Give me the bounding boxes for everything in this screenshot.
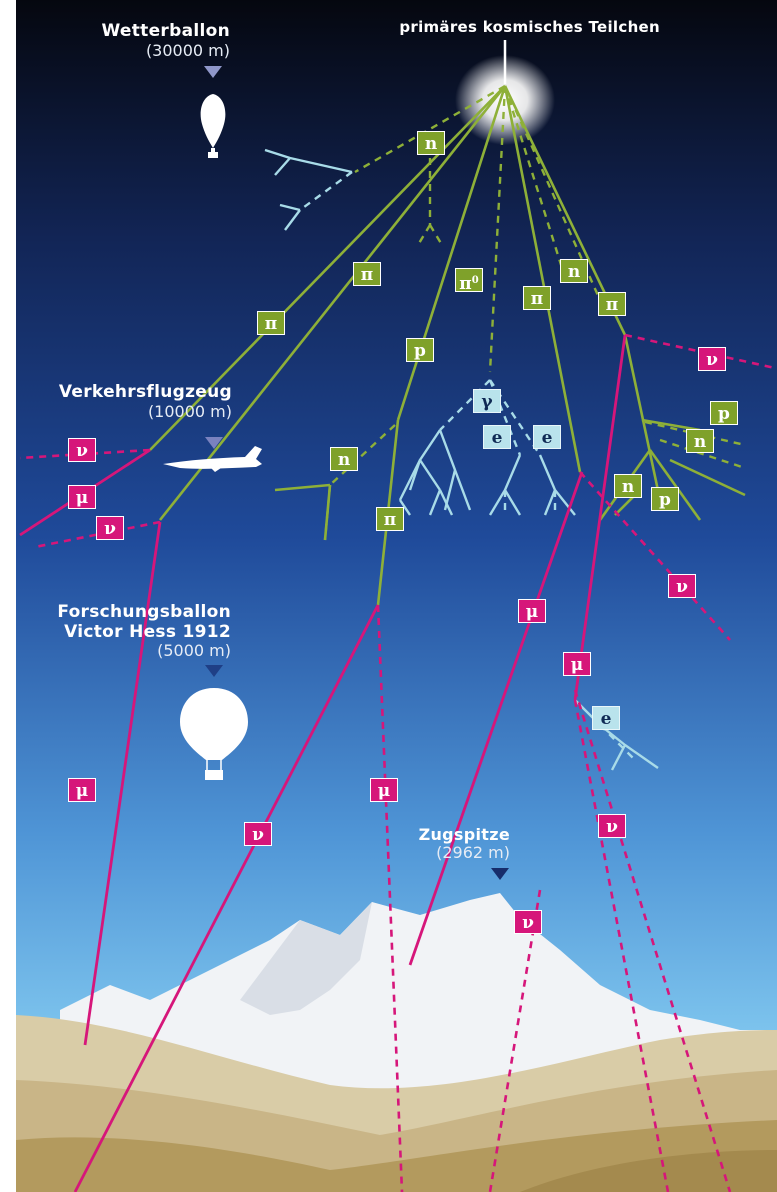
particle-badge-hadron: π: [376, 507, 404, 531]
zugspitze-label: Zugspitze (2962 m): [418, 825, 510, 863]
triangle-marker-icon: [205, 437, 223, 449]
particle-badge-hadron: π: [353, 262, 381, 286]
particle-badge-lepton: μ: [68, 778, 96, 802]
particle-badge-em: e: [533, 425, 561, 449]
particle-badge-hadron: π0: [455, 268, 483, 294]
particle-badge-hadron: n: [417, 131, 445, 155]
zugspitze-triangle-marker-icon: [491, 868, 509, 880]
particle-badge-lepton: μ: [518, 599, 546, 623]
particle-badge-hadron: n: [686, 429, 714, 453]
particle-badge-em: e: [483, 425, 511, 449]
airliner-label: Verkehrsflugzeug (10000 m): [58, 382, 232, 421]
particle-badge-lepton: ν: [244, 822, 272, 846]
particle-badge-hadron: π: [257, 311, 285, 335]
particle-badge-hadron: π: [598, 292, 626, 316]
triangle-marker-icon: [204, 66, 222, 78]
particle-badge-lepton: ν: [68, 438, 96, 462]
particle-badge-lepton: μ: [563, 652, 591, 676]
particle-badge-hadron: n: [330, 447, 358, 471]
weather-balloon-icon: [200, 66, 226, 158]
mountain-shadow: [240, 902, 372, 1015]
airplane-icon: [163, 437, 262, 472]
hot-air-balloon-icon: [180, 665, 248, 780]
hadron-dashed-tracks: [323, 84, 746, 541]
particle-badge-hadron: n: [560, 259, 588, 283]
particle-badge-lepton: μ: [68, 485, 96, 509]
particle-badge-em: γ: [473, 389, 501, 413]
triangle-marker-icon: [205, 665, 223, 677]
particle-badge-hadron: n: [614, 474, 642, 498]
primary-particle-label: primäres kosmisches Teilchen: [399, 18, 660, 36]
particle-badge-lepton: ν: [598, 814, 626, 838]
weather-balloon-label: Wetterballon (30000 m): [101, 21, 230, 60]
particle-badge-hadron: p: [651, 487, 679, 511]
em-cascade: [264, 148, 659, 771]
research-balloon-label: Forschungsballon Victor Hess 1912 (5000 …: [57, 602, 231, 661]
ground-hill-right: [520, 1150, 777, 1192]
particle-badge-lepton: μ: [370, 778, 398, 802]
particle-badge-hadron: p: [710, 401, 738, 425]
particle-badge-lepton: ν: [514, 910, 542, 934]
particle-badge-em: e: [592, 706, 620, 730]
particle-badge-hadron: π: [523, 286, 551, 310]
particle-badge-lepton: ν: [96, 516, 124, 540]
particle-badge-lepton: ν: [698, 347, 726, 371]
particle-badge-hadron: p: [406, 338, 434, 362]
particle-badge-lepton: ν: [668, 574, 696, 598]
lepton-tracks: [19, 334, 627, 1192]
